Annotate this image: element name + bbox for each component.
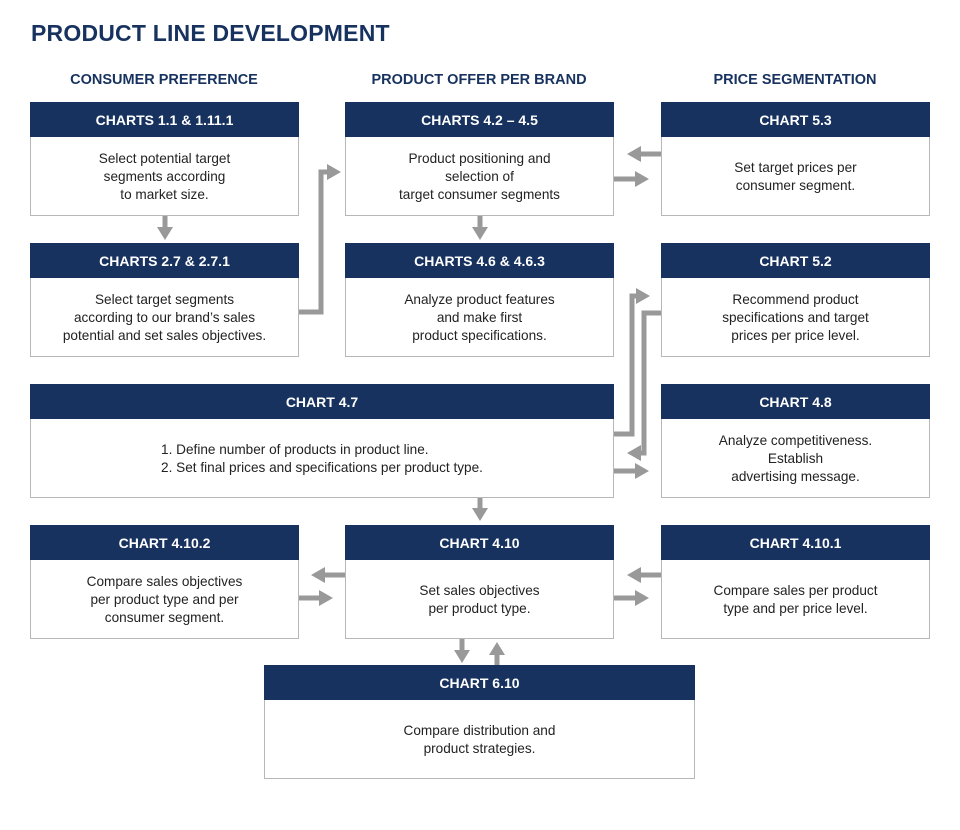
box-chart-6-10: CHART 6.10 Compare distribution and prod… xyxy=(264,665,695,779)
box-header: CHART 4.8 xyxy=(661,384,930,419)
box-header: CHART 5.3 xyxy=(661,102,930,137)
box-chart-5-3: CHART 5.3 Set target prices per consumer… xyxy=(661,102,930,216)
arrowhead xyxy=(472,508,488,521)
box-header: CHARTS 1.1 & 1.11.1 xyxy=(30,102,299,137)
column-heading-product-offer: PRODUCT OFFER PER BRAND xyxy=(371,72,587,88)
box-text: Recommend product specifications and tar… xyxy=(722,291,869,343)
box-text: Compare sales per product type and per p… xyxy=(713,582,878,616)
box-text: Analyze competitiveness. Establish adver… xyxy=(718,432,873,484)
arrowhead xyxy=(311,567,325,583)
box-charts-1-1: CHARTS 1.1 & 1.11.1 Select potential tar… xyxy=(30,102,299,216)
box-chart-4-7: CHART 4.7 1. Define number of products i… xyxy=(30,384,614,498)
box-text: 1. Define number of products in product … xyxy=(161,441,483,475)
arrowhead xyxy=(472,227,488,240)
box-header: CHART 4.10.2 xyxy=(30,525,299,560)
box-chart-4-10: CHART 4.10 Set sales objectives per prod… xyxy=(345,525,614,639)
box-charts-2-7: CHARTS 2.7 & 2.7.1 Select target segment… xyxy=(30,243,299,357)
arrowhead xyxy=(636,288,650,304)
arrowhead xyxy=(635,590,649,606)
column-heading-consumer-preference: CONSUMER PREFERENCE xyxy=(70,72,258,88)
arrowhead xyxy=(635,463,649,479)
box-text: Product positioning and selection of tar… xyxy=(399,150,560,202)
box-header: CHARTS 2.7 & 2.7.1 xyxy=(30,243,299,278)
arrow-elbow xyxy=(299,169,329,315)
box-text: Set sales objectives per product type. xyxy=(419,582,540,616)
box-charts-4-2: CHARTS 4.2 – 4.5 Product positioning and… xyxy=(345,102,614,216)
box-header: CHART 6.10 xyxy=(264,665,695,700)
box-header: CHART 5.2 xyxy=(661,243,930,278)
box-text: Analyze product features and make first … xyxy=(404,291,555,343)
arrowhead xyxy=(627,445,641,461)
arrowhead xyxy=(627,567,641,583)
box-header: CHARTS 4.2 – 4.5 xyxy=(345,102,614,137)
arrow-elbow xyxy=(614,293,637,437)
arrowhead xyxy=(627,146,641,162)
box-header: CHART 4.10 xyxy=(345,525,614,560)
box-text: Select potential target segments accordi… xyxy=(98,150,231,202)
box-text: Compare sales objectives per product typ… xyxy=(86,573,243,625)
page-title: PRODUCT LINE DEVELOPMENT xyxy=(31,20,390,46)
arrowhead xyxy=(157,227,173,240)
box-chart-5-2: CHART 5.2 Recommend product specificatio… xyxy=(661,243,930,357)
box-chart-4-10-2: CHART 4.10.2 Compare sales objectives pe… xyxy=(30,525,299,639)
column-heading-price-segmentation: PRICE SEGMENTATION xyxy=(713,72,877,88)
arrow-elbow xyxy=(640,310,661,456)
box-text: Compare distribution and product strateg… xyxy=(403,722,556,756)
arrowhead xyxy=(454,650,470,663)
box-header: CHARTS 4.6 & 4.6.3 xyxy=(345,243,614,278)
box-header: CHART 4.7 xyxy=(30,384,614,419)
arrowhead xyxy=(635,171,649,187)
box-charts-4-6: CHARTS 4.6 & 4.6.3 Analyze product featu… xyxy=(345,243,614,357)
arrowhead xyxy=(489,642,505,655)
arrowhead xyxy=(319,590,333,606)
arrowhead xyxy=(327,164,341,180)
box-text: Set target prices per consumer segment. xyxy=(734,159,857,193)
box-header: CHART 4.10.1 xyxy=(661,525,930,560)
box-text: Select target segments according to our … xyxy=(62,291,267,343)
box-chart-4-8: CHART 4.8 Analyze competitiveness. Estab… xyxy=(661,384,930,498)
box-chart-4-10-1: CHART 4.10.1 Compare sales per product t… xyxy=(661,525,930,639)
